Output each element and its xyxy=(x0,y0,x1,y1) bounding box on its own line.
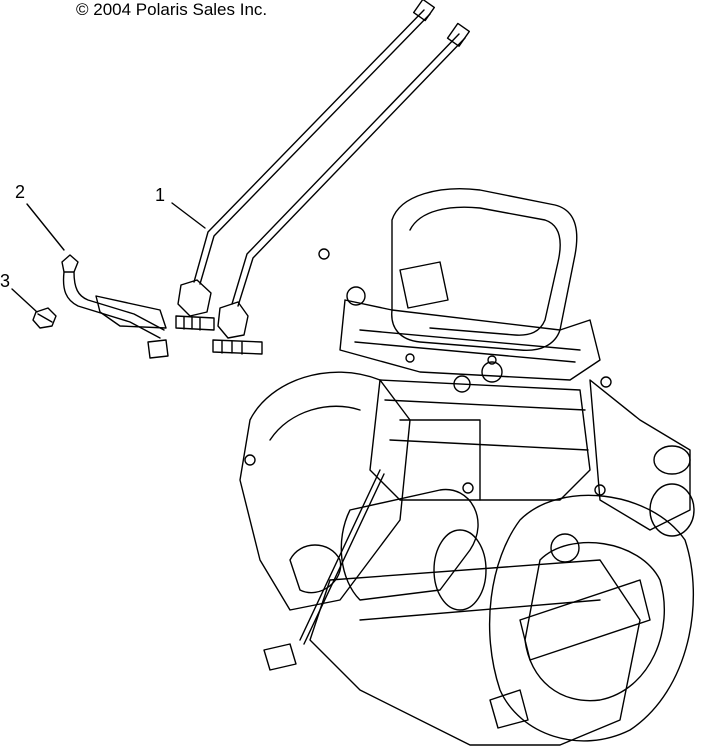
lower-case xyxy=(309,559,641,746)
harness-connector xyxy=(263,643,297,671)
oil-cap xyxy=(550,533,580,563)
tube-end xyxy=(147,339,169,359)
air-duct xyxy=(589,379,691,531)
sensor-block xyxy=(399,261,449,309)
cvt-cover xyxy=(488,494,694,742)
breather-tube-2 xyxy=(61,254,169,359)
cylinder-head xyxy=(339,299,601,381)
copyright-notice: © 2004 Polaris Sales Inc. xyxy=(76,0,268,19)
callout-2: 2 xyxy=(15,182,26,202)
callout-1: 1 xyxy=(155,185,166,205)
fitting-3 xyxy=(32,307,57,329)
cylinder xyxy=(369,379,591,501)
harness-wire xyxy=(299,469,381,641)
leader-lines xyxy=(11,202,206,313)
connector-boot-b xyxy=(217,301,249,339)
left-case xyxy=(239,371,411,611)
fitting-a xyxy=(175,315,215,331)
sensor-left xyxy=(346,286,366,306)
leader-3 xyxy=(11,288,38,313)
cable-assembly-1 xyxy=(175,0,471,355)
cvt-duct xyxy=(519,579,651,661)
fitting-b xyxy=(212,339,263,355)
cable-end-connector-b xyxy=(446,22,471,47)
starter-end xyxy=(433,529,487,611)
cable-end-connector-a xyxy=(412,0,436,22)
starter-motor xyxy=(340,488,479,601)
sensor-mid xyxy=(453,375,471,393)
left-boss xyxy=(289,544,342,594)
connector-boot-a xyxy=(177,279,212,317)
spark-plug-boot xyxy=(481,361,503,383)
lower-connector xyxy=(489,689,529,729)
callout-3: 3 xyxy=(0,271,11,291)
valve-cover xyxy=(391,188,578,352)
leader-1 xyxy=(171,202,206,229)
bracket xyxy=(95,295,167,329)
engine-assembly xyxy=(239,188,695,746)
leader-2 xyxy=(26,203,65,251)
